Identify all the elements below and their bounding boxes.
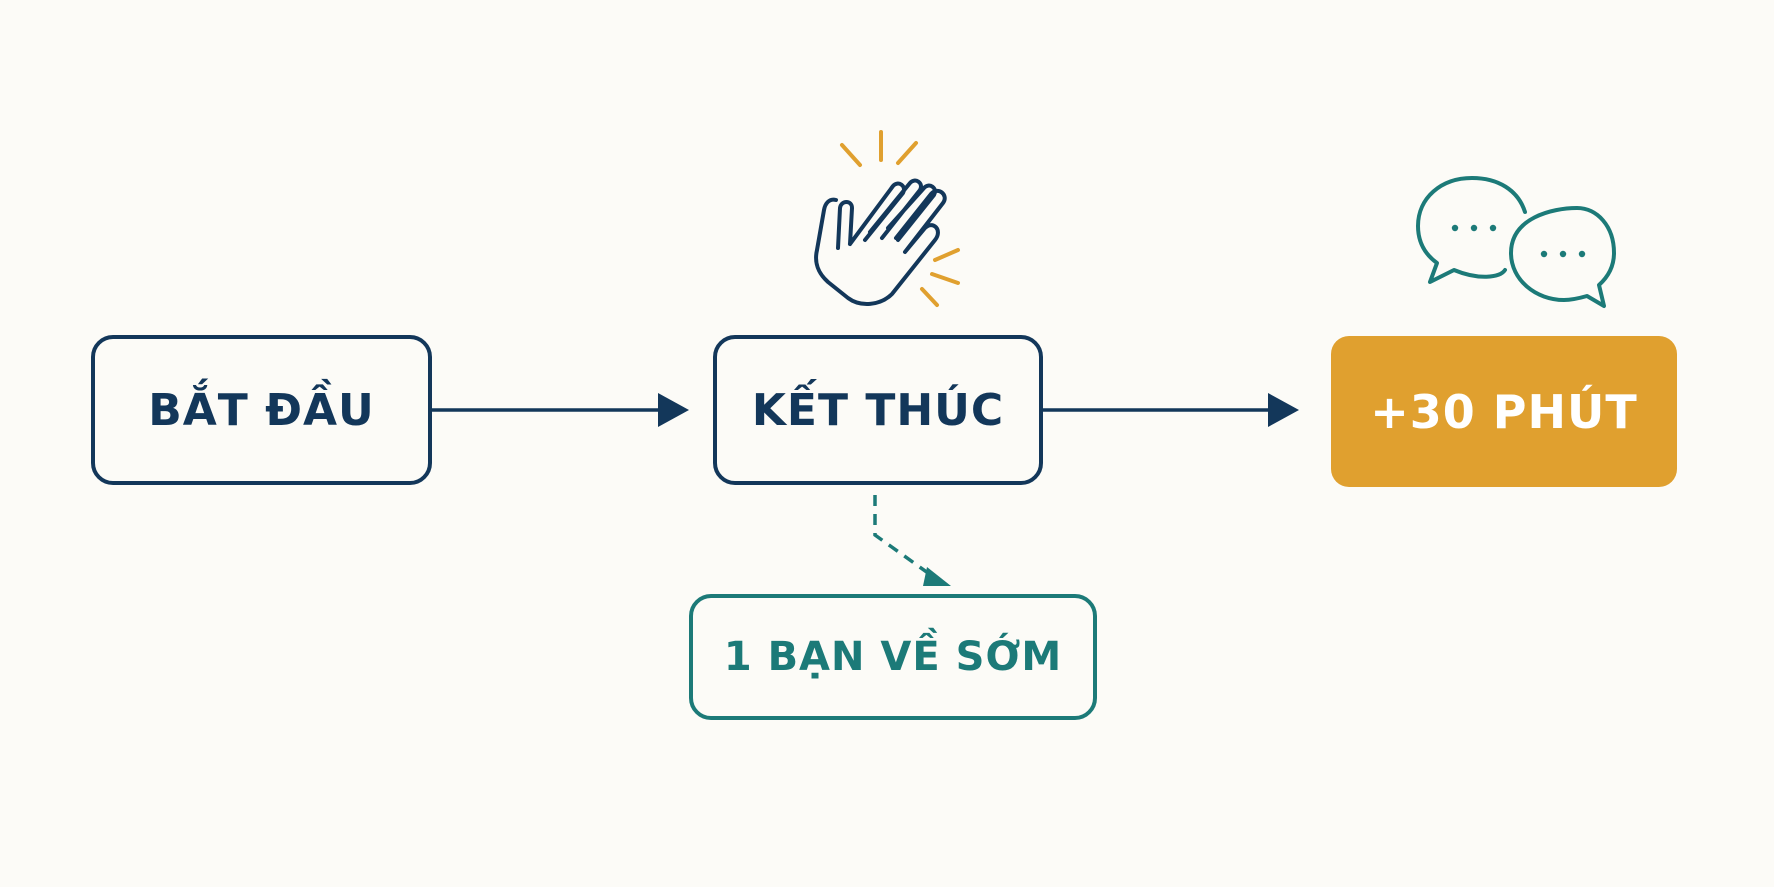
- node-end-label: KẾT THÚC: [751, 384, 1005, 436]
- node-extra-time: +30 PHÚT: [1331, 336, 1677, 487]
- node-extra-time-label: +30 PHÚT: [1370, 384, 1638, 439]
- clapping-hands-icon: [814, 130, 960, 307]
- node-early-leave-label: 1 BẠN VỀ SỚM: [723, 634, 1063, 680]
- node-start: BẮT ĐẦU: [91, 335, 432, 485]
- dashed-arrow-early-leave: [873, 495, 951, 586]
- node-end: KẾT THÚC: [713, 335, 1043, 485]
- chat-bubbles-icon: [1416, 176, 1616, 308]
- node-early-leave: 1 BẠN VỀ SỚM: [689, 594, 1097, 720]
- node-start-label: BẮT ĐẦU: [148, 384, 375, 436]
- arrow-end-to-extra: [1043, 393, 1299, 427]
- arrow-start-to-end: [432, 393, 689, 427]
